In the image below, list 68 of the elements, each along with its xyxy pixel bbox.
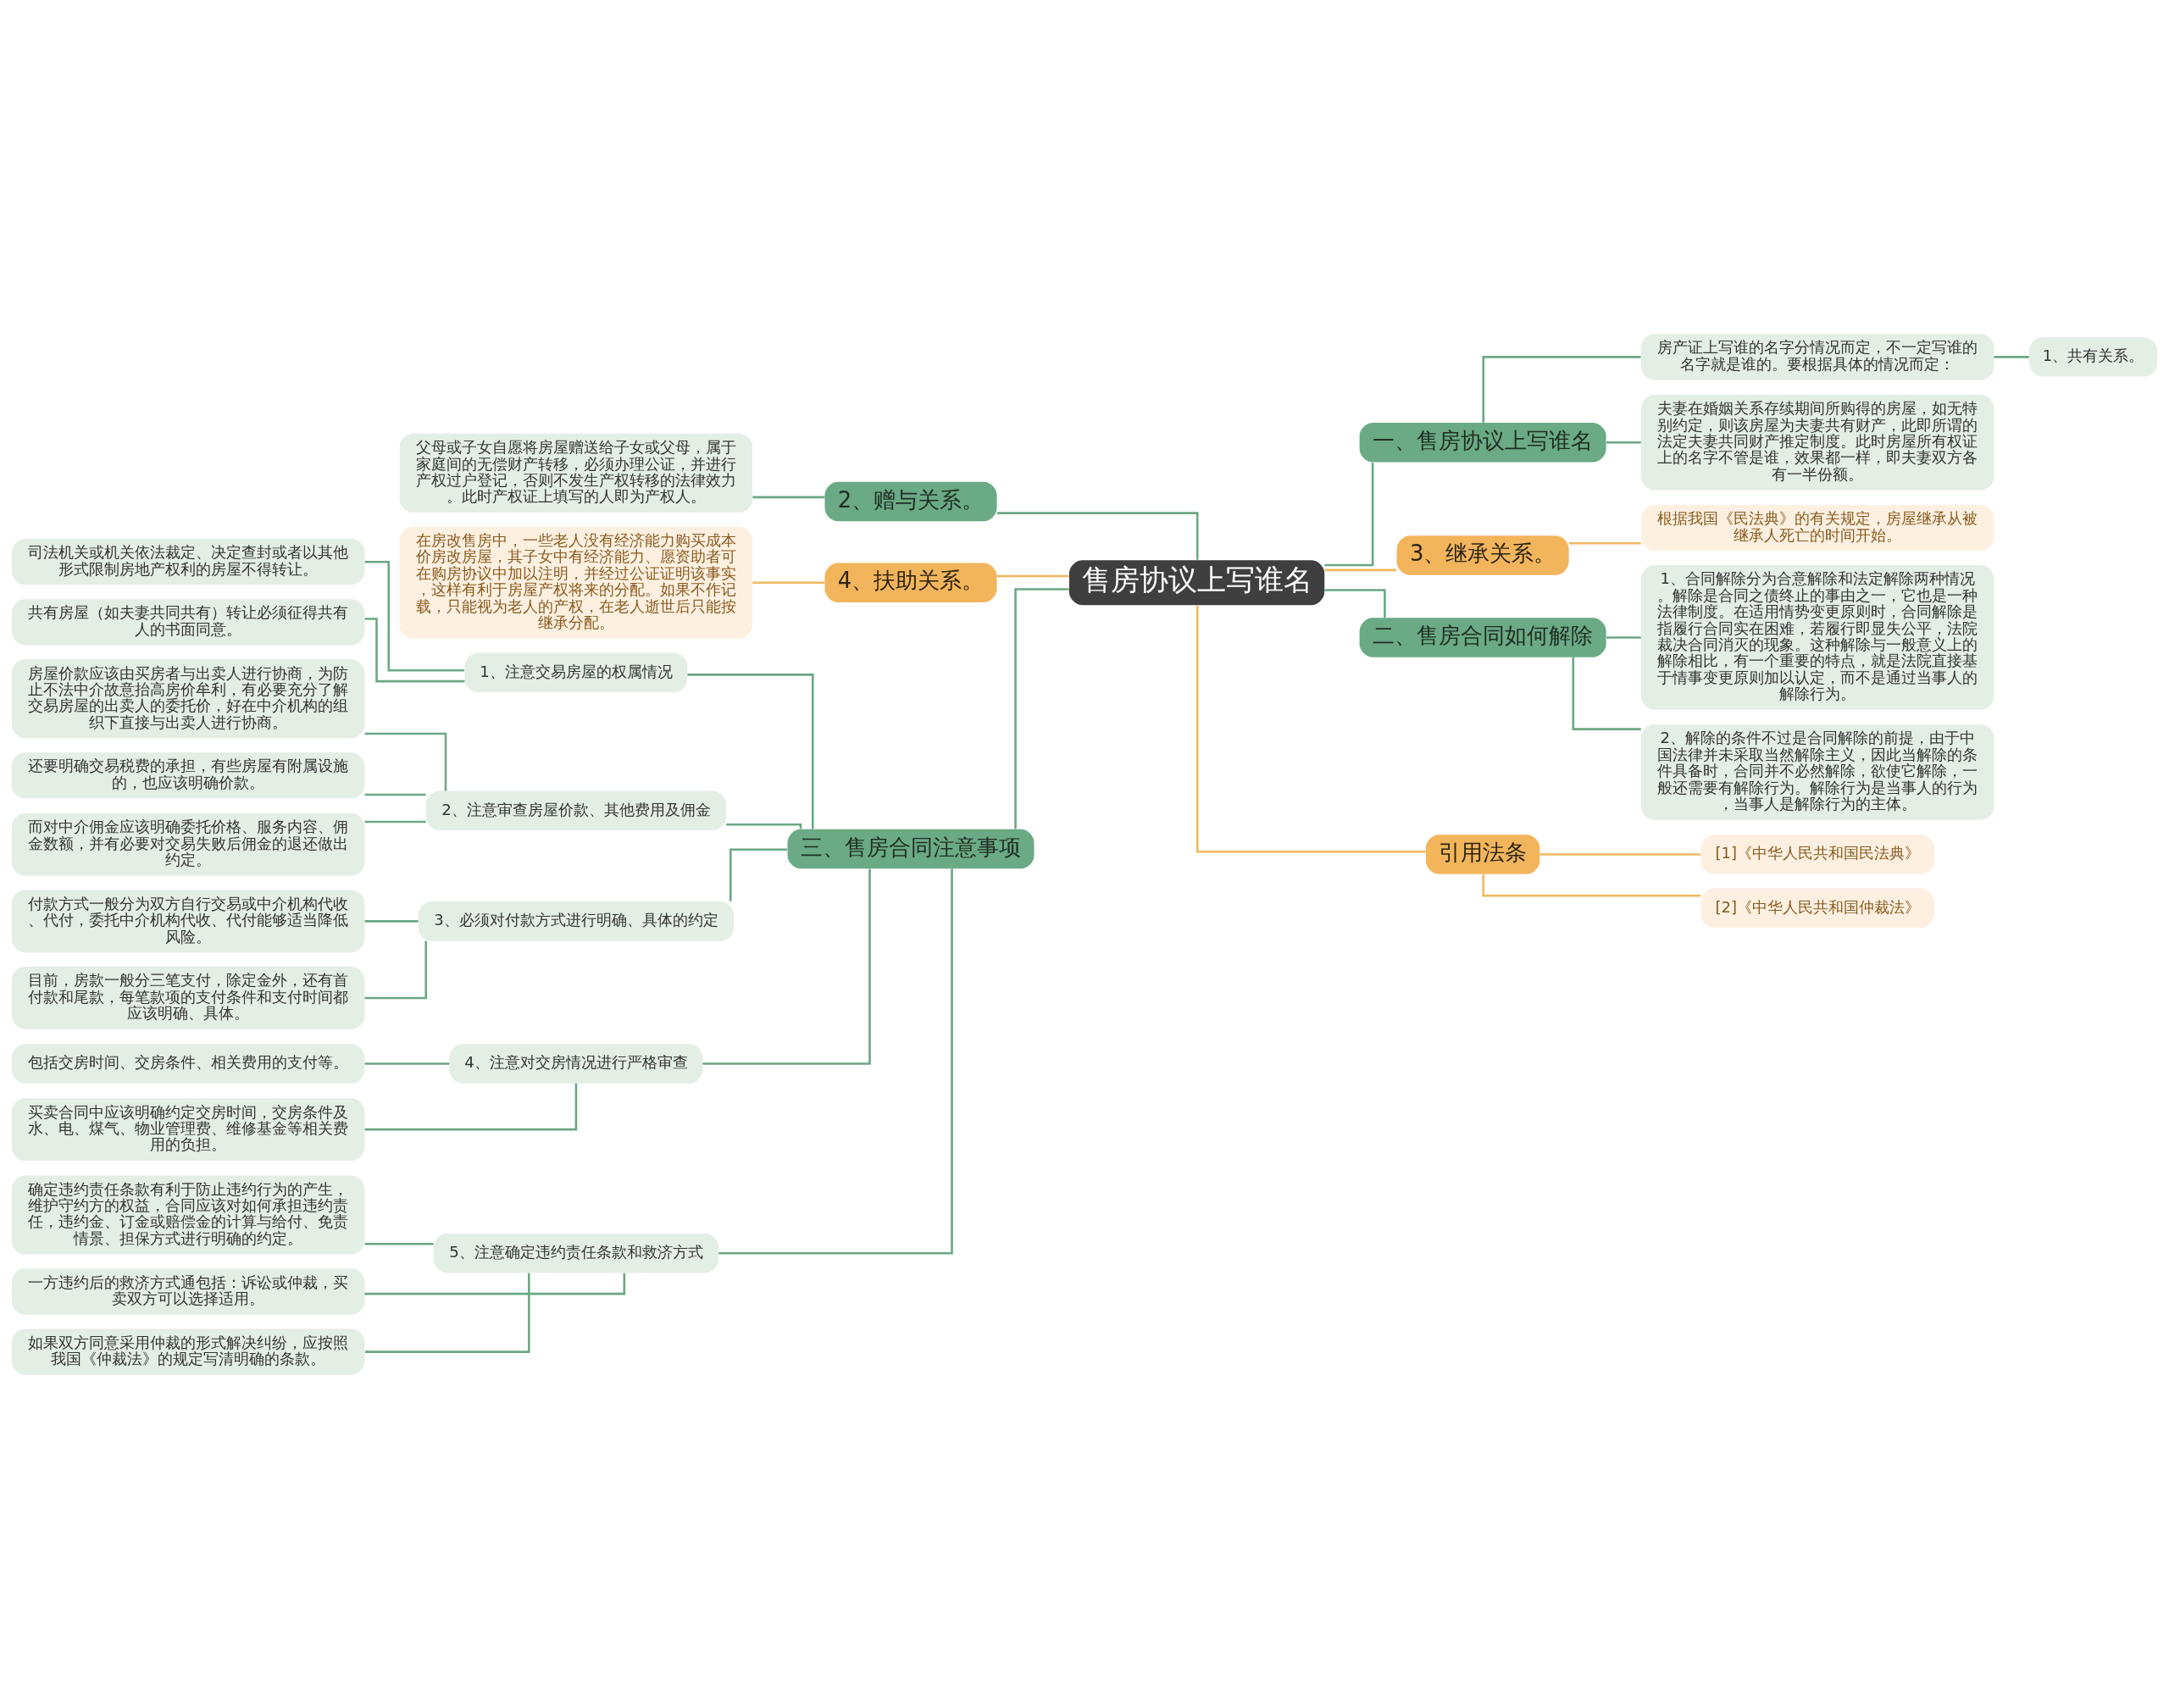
node-box: 包括交房时间、交房条件、相关费用的支付等。: [11, 1043, 365, 1084]
connector: [1195, 604, 1426, 853]
connector: [1324, 462, 1374, 566]
node-box: [1]《中华人民共和国民法典》: [1700, 834, 1934, 874]
node-box: 1、注意交易房屋的权属情况: [464, 652, 688, 692]
node-box: 父母或子女自愿将房屋赠送给子女或父母，属于家庭间的无偿财产转移，必须办理公证，并进行产权过户登记，否则不发生产权转移的法律效力。此时产权证上填写的人即为产权人。: [399, 433, 753, 513]
connector: [1572, 657, 1641, 730]
node-box: 而对中介佣金应该明确委托价格、服务内容、佣金数额，并有必要对交易失败后佣金的退还做出约定。: [11, 812, 365, 876]
node-box: 4、扶助关系。: [824, 563, 997, 602]
connector: [1568, 541, 1641, 544]
node-box: 如果双方同意采用仲裁的形式解决纠纷，应按照我国《仲裁法》的规定写清明确的条款。: [11, 1328, 365, 1375]
node-box: 夫妻在婚姻关系存续期间所购得的房屋，如无特别约定，则该房屋为夫妻共有财产，此即所谓的法定夫妻共同财产推定制度。此时房屋所有权证上的名字不管是谁，效果都一样，即夫妻双方各有一半份额。: [1641, 394, 1994, 490]
connector: [364, 617, 465, 682]
connector: [364, 793, 426, 796]
connector: [1324, 588, 1386, 618]
node-box: 一、售房协议上写谁名: [1359, 422, 1606, 462]
connector: [364, 820, 426, 823]
node-box: 1、合同解除分为合意解除和法定解除两种情况。解除是合同之债终止的事由之一，它也是一种法律制度。在适用情势变更原则时，合同解除是指履行合同实在困难，若履行即显失公平，法院裁决合同消灭的现象。这种解除与一般意义上的解除相比，有一个重要的特点，就是法院直接基于情事变更原则加以认定，而不是通过当事人的解除行为。: [1641, 564, 1994, 710]
connector: [687, 673, 814, 829]
connector: [726, 823, 802, 829]
node-box: 根据我国《民法典》的有关规定，房屋继承从被继承人死亡的时间开始。: [1641, 504, 1994, 551]
node-box: 买卖合同中应该明确约定交房时间，交房条件及水、电、煤气、物业管理费、维修基金等相关费用的负担。: [11, 1097, 365, 1161]
connector: [1324, 568, 1397, 571]
node-box: 一方违约后的救济方式通包括：诉讼或仲裁，买卖双方可以选择适用。: [11, 1267, 365, 1315]
connector: [996, 511, 1199, 560]
node-box: 3、必须对付款方式进行明确、具体的约定: [418, 901, 735, 941]
node-box: [2]《中华人民共和国仲裁法》: [1700, 888, 1934, 928]
connector: [752, 580, 825, 584]
node-box: 还要明确交易税费的承担，有些房屋有附属设施的，也应该明确价款。: [11, 751, 365, 799]
connector: [996, 574, 1069, 577]
node-box: 在房改售房中，一些老人没有经济能力购买成本价房改房屋，其子女中有经济能力、愿资助者可在购房协议中加以注明，并经过公证证明该事实，这样有利于房屋产权将来的分配。如果不作记载，只能视为老人的产权，在老人逝世后只能按继承分配。: [399, 526, 753, 639]
node-box: 引用法条: [1425, 834, 1540, 874]
connector: [364, 940, 427, 999]
node-box: 3、继承关系。: [1396, 535, 1569, 575]
node-box: 共有房屋（如夫妻共同共有）转让必须征得共有人的书面同意。: [11, 598, 365, 645]
node-box: 4、注意对交房情况进行严格审查: [449, 1043, 703, 1084]
node-box: 司法机关或机关依法裁定、决定查封或者以其他形式限制房地产权利的房屋不得转让。: [11, 538, 365, 585]
node-box: 房产证上写谁的名字分情况而定，不一定写谁的名字就是谁的。要根据具体的情况而定：: [1641, 333, 1994, 380]
node-box: 二、售房合同如何解除: [1359, 617, 1606, 657]
connector: [702, 868, 871, 1065]
connector: [1014, 587, 1069, 829]
node-box: 2、注意审查房屋价款、其他费用及佣金: [425, 790, 727, 830]
connector: [1606, 441, 1641, 443]
connector: [752, 496, 825, 498]
node-box: 确定违约责任条款有利于防止违约行为的产生，维护守约方的权益，合同应该对如何承担违约责任，违约金、订金或赔偿金的计算与给付、免责情景、担保方式进行明确的约定。: [11, 1174, 365, 1255]
node-box: 三、售房合同注意事项: [787, 829, 1035, 868]
node-box: 2、赠与关系。: [824, 481, 997, 521]
node-box: 售房协议上写谁名: [1068, 559, 1325, 605]
node-box: 5、注意确定违约责任条款和救济方式: [433, 1233, 719, 1273]
connector: [364, 1242, 434, 1245]
connector: [1539, 852, 1701, 856]
connector: [364, 1273, 626, 1295]
node-box: 付款方式一般分为双方自行交易或中介机构代收、代付，委托中介机构代收、代付能够适当降低风险。: [11, 890, 365, 952]
connector: [1606, 635, 1641, 639]
connector: [1482, 873, 1701, 897]
connector: [364, 1062, 450, 1065]
connector: [364, 919, 419, 923]
connector: [729, 847, 787, 901]
connector: [1994, 355, 2029, 358]
node-box: 房屋价款应该由买房者与出卖人进行协商，为防止不法中介故意抬高房价牟利，有必要充分了解交易房屋的出卖人的委托价，好在中介机构的组织下直接与出卖人进行协商。: [11, 658, 365, 738]
connector: [364, 732, 447, 790]
node-box: 目前，房款一般分三笔支付，除定金外，还有首付款和尾款，每笔款项的支付条件和支付时间都应该明确、具体。: [11, 966, 365, 1029]
node-box: 1、共有关系。: [2028, 336, 2158, 377]
connector: [364, 1083, 578, 1130]
node-box: 2、解除的条件不过是合同解除的前提，由于中国法律并未采取当然解除主义，因此当解除的条件具备时，合同并不必然解除，欲使它解除，一般还需要有解除行为。解除行为是当事人的行为，当事人是解除行为的主体。: [1641, 724, 1994, 820]
connector: [364, 1273, 530, 1353]
connector: [718, 868, 953, 1255]
connector: [1482, 355, 1641, 423]
